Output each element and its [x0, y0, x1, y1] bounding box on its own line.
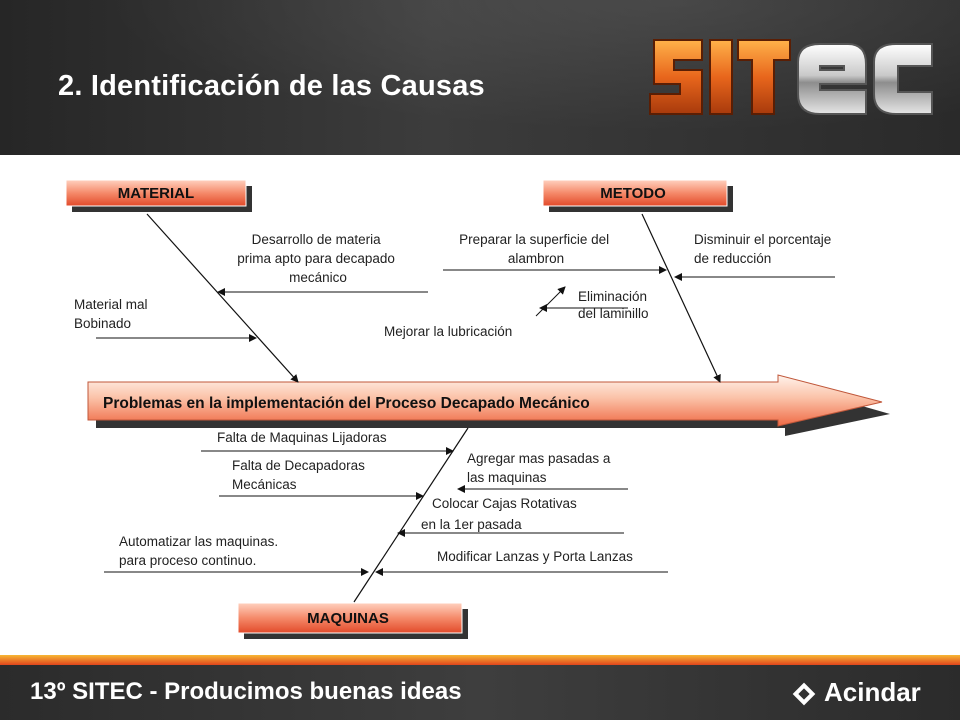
category-metodo-label: METODO [600, 185, 666, 202]
category-maquinas-label: MAQUINAS [307, 610, 389, 627]
problem-statement: Problemas en la implementación del Proce… [103, 395, 590, 412]
cause-preparar: Preparar la superficie del alambron [459, 232, 613, 266]
slide-footer: 13º SITEC - Producimos buenas ideas Acin… [0, 665, 960, 720]
cause-arrow-mejorar [535, 286, 566, 317]
acindar-diamond-icon [792, 682, 816, 706]
footer-tagline: 13º SITEC - Producimos buenas ideas [30, 678, 462, 705]
bone-material [146, 213, 299, 383]
slide-header: 2. Identificación de las Causas [0, 0, 960, 155]
cause-lanzas: Modificar Lanzas y Porta Lanzas [437, 549, 633, 564]
cause-eliminacion: Eliminación del laminillo [578, 289, 651, 321]
acindar-logo: Acindar [792, 677, 921, 708]
category-material-label: MATERIAL [118, 185, 194, 202]
cause-disminuir: Disminuir el porcentaje de reducción [694, 232, 835, 266]
footer-accent-band [0, 655, 960, 665]
cause-mejorar: Mejorar la lubricación [384, 324, 512, 339]
category-metodo: METODO [542, 179, 733, 212]
bone-maquinas [353, 427, 469, 603]
cause-agregar: Agregar mas pasadas a las maquinas [467, 451, 614, 485]
cause-decapadoras: Falta de Decapadoras Mecánicas [232, 458, 369, 492]
bone-metodo [641, 213, 721, 383]
cause-automatizar: Automatizar las maquinas. para proceso c… [119, 534, 282, 568]
slide-title: 2. Identificación de las Causas [58, 70, 485, 102]
fishbone-diagram: Problemas en la implementación del Proce… [65, 179, 890, 639]
spine-arrow [87, 374, 883, 427]
category-material: MATERIAL [65, 179, 252, 212]
category-maquinas: MAQUINAS [237, 602, 468, 639]
cause-lijadoras: Falta de Maquinas Lijadoras [217, 430, 387, 445]
acindar-brand-text: Acindar [824, 677, 921, 707]
sitec-logo [649, 39, 933, 115]
cause-desarrollo: Desarrollo de materia prima apto para de… [237, 232, 398, 285]
cause-material-mal: Material mal Bobinado [74, 297, 151, 331]
cause-cajas: Colocar Cajas Rotativas en la 1er pasada [421, 496, 581, 532]
